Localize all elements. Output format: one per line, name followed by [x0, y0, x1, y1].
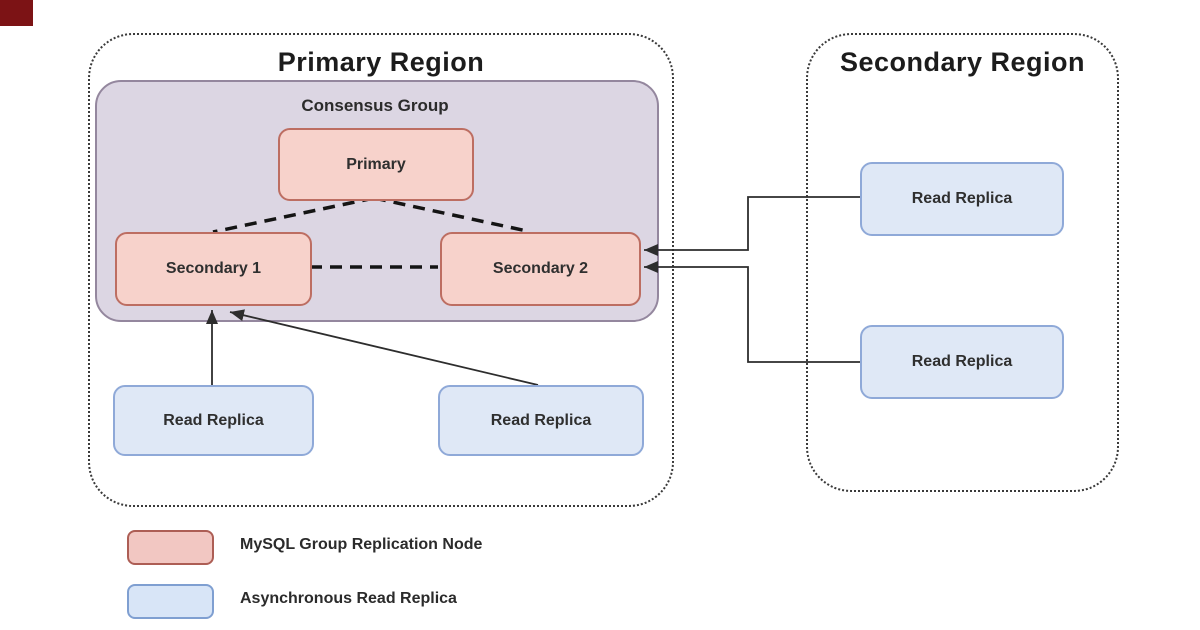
primary-region-frame: Primary Region	[88, 33, 674, 507]
corner-artifact	[0, 0, 33, 26]
consensus-link-primary-secondary1-line	[212, 196, 375, 234]
node-secondary-1: Secondary 1	[115, 232, 312, 306]
read-replica-label: Read Replica	[911, 190, 1013, 207]
read-replica-label: Read Replica	[911, 353, 1013, 370]
node-primary: Primary	[278, 128, 474, 201]
secondary-region-frame: Secondary Region	[806, 33, 1119, 492]
legend-label-async-read-replica: Asynchronous Read Replica	[240, 590, 457, 607]
read-replica-secondary-top: Read Replica	[860, 162, 1064, 236]
node-secondary-2: Secondary 2	[440, 232, 641, 306]
node-secondary-1-label: Secondary 1	[165, 260, 262, 277]
read-replica-primary-left: Read Replica	[113, 385, 314, 456]
legend-swatch-async-read-replica	[127, 584, 214, 619]
read-replica-secondary-bottom: Read Replica	[860, 325, 1064, 399]
legend-label-group-replication-node: MySQL Group Replication Node	[240, 536, 483, 553]
primary-region-title: Primary Region	[277, 47, 485, 77]
consensus-group-title: Consensus Group	[301, 96, 449, 115]
replication-arrow-right-top-replica	[644, 196, 860, 256]
node-secondary-2-label: Secondary 2	[492, 260, 589, 277]
legend-swatch-group-replication-node	[127, 530, 214, 565]
replication-arrow-right-bottom-replica	[644, 261, 860, 363]
secondary-region-title: Secondary Region	[839, 47, 1086, 77]
replication-arrow-mid-replica	[229, 309, 539, 386]
read-replica-label: Read Replica	[163, 411, 264, 429]
consensus-link-primary-secondary2-line	[373, 196, 528, 233]
read-replica-label: Read Replica	[490, 411, 592, 429]
node-primary-label: Primary	[346, 155, 406, 173]
read-replica-primary-mid: Read Replica	[438, 385, 644, 456]
